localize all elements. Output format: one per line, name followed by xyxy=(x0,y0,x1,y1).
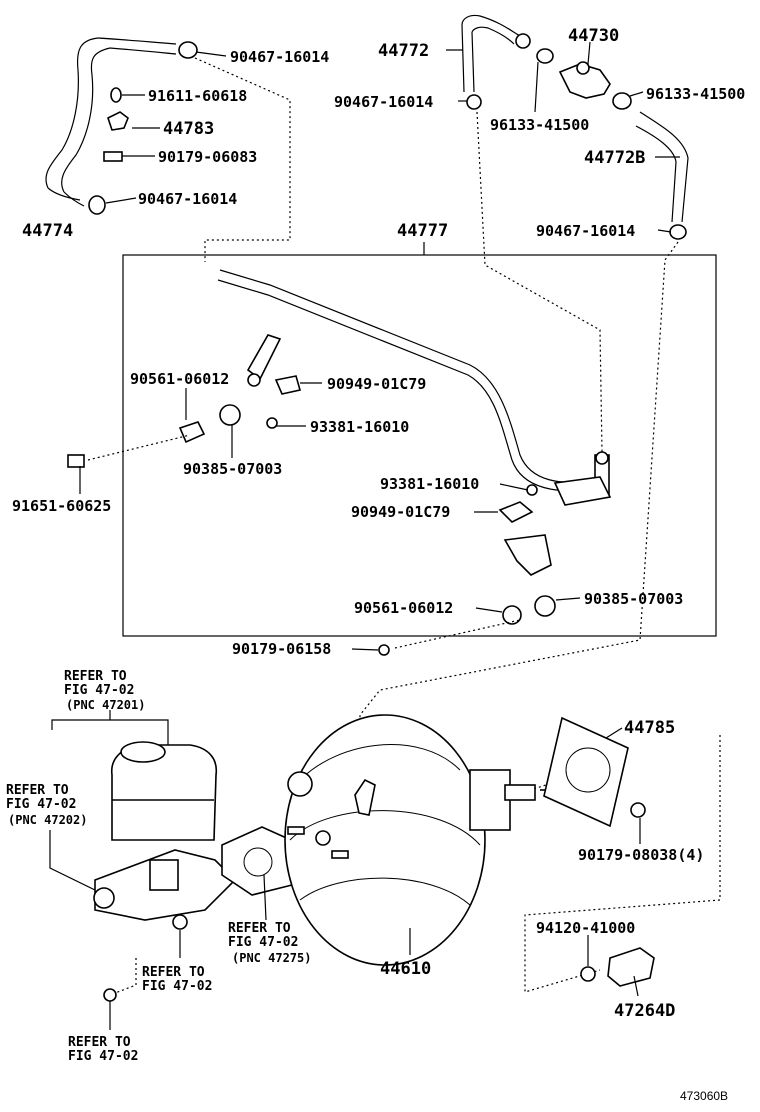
ref-left-line2: FIG 47-02 xyxy=(6,797,76,812)
label-94120-41000: 94120-41000 xyxy=(536,919,635,937)
vacuum-tube xyxy=(217,269,612,506)
dotted-guides xyxy=(87,57,721,996)
label-90561-06012-a: 90561-06012 xyxy=(130,370,229,388)
ref-low-line2: FIG 47-02 xyxy=(142,979,212,994)
ref-mid-line3: (PNC 47275) xyxy=(232,951,311,965)
label-90561-06012-b: 90561-06012 xyxy=(354,599,453,617)
label-90385-07003-a: 90385-07003 xyxy=(183,460,282,478)
hose-44772b xyxy=(635,111,689,240)
ref-top-line1: REFER TO xyxy=(64,669,127,684)
ref-bot-line1: REFER TO xyxy=(68,1035,131,1050)
leader-lines xyxy=(49,41,680,1030)
label-96133-41500-b: 96133-41500 xyxy=(490,116,589,134)
label-90179-06083: 90179-06083 xyxy=(158,148,257,166)
figure-code: 473060B xyxy=(680,1089,728,1103)
label-90949-01c79-a: 90949-01C79 xyxy=(327,375,426,393)
label-44785: 44785 xyxy=(624,718,675,738)
label-96133-41500-a: 96133-41500 xyxy=(646,85,745,103)
ref-low-line1: REFER TO xyxy=(142,965,205,980)
bracket-left xyxy=(67,334,302,468)
ref-top-line3: (PNC 47201) xyxy=(66,698,145,712)
master-cylinder xyxy=(93,741,237,1002)
check-valve-44730 xyxy=(558,61,632,110)
brake-booster-44610 xyxy=(284,714,552,966)
label-90385-07003-b: 90385-07003 xyxy=(584,590,683,608)
label-90467-16014-a: 90467-16014 xyxy=(230,48,329,66)
ref-bot-line2: FIG 47-02 xyxy=(68,1049,138,1064)
label-93381-16010-b: 93381-16010 xyxy=(380,475,479,493)
ref-top-line2: FIG 47-02 xyxy=(64,683,134,698)
hose-44772 xyxy=(461,14,554,110)
label-91651-60625: 91651-60625 xyxy=(12,497,111,515)
label-44783: 44783 xyxy=(163,119,214,139)
label-90179-06158: 90179-06158 xyxy=(232,640,331,658)
bracket-right xyxy=(378,484,556,656)
label-90467-16014-c: 90467-16014 xyxy=(334,93,433,111)
hose-44774 xyxy=(45,37,198,215)
label-44772b: 44772B xyxy=(584,148,645,168)
label-91611-60618: 91611-60618 xyxy=(148,87,247,105)
ref-left-line3: (PNC 47202) xyxy=(8,813,87,827)
label-90467-16014-b: 90467-16014 xyxy=(138,190,237,208)
ref-mid-line1: REFER TO xyxy=(228,921,291,936)
label-44610: 44610 xyxy=(380,959,431,979)
ref-mid-line2: FIG 47-02 xyxy=(228,935,298,950)
bracket-47264d xyxy=(580,947,655,987)
label-47264d: 47264D xyxy=(614,1001,675,1021)
label-44777: 44777 xyxy=(397,221,448,241)
label-44772: 44772 xyxy=(378,41,429,61)
label-44774: 44774 xyxy=(22,221,73,241)
label-93381-16010-a: 93381-16010 xyxy=(310,418,409,436)
label-90179-08038: 90179-08038(4) xyxy=(578,846,704,864)
label-44730: 44730 xyxy=(568,26,619,46)
label-90949-01c79-b: 90949-01C79 xyxy=(351,503,450,521)
ref-left-line1: REFER TO xyxy=(6,783,69,798)
assembly-box-44777 xyxy=(122,254,717,637)
label-90467-16014-d: 90467-16014 xyxy=(536,222,635,240)
